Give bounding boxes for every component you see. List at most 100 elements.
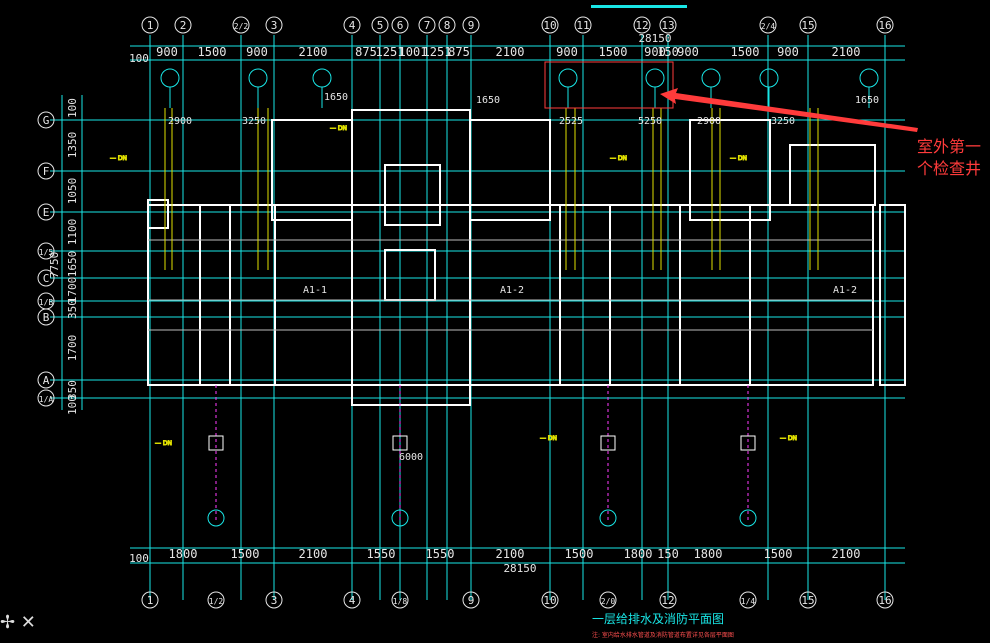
axis-bottom-label: 2/0 [601,597,616,606]
axis-top-label-circle [759,16,777,34]
axis-bottom-label-circle [391,591,409,609]
wing-wall [689,119,771,221]
manhole-circle [739,509,757,527]
axis-bottom-label-circle [739,591,757,609]
balcony [147,199,169,229]
axis-top-label: 16 [878,19,891,32]
axis-left-label: E [43,206,50,219]
dim-bottom-value: 2100 [832,547,861,561]
axis-top-label-circle [799,16,817,34]
dim-top-value: 1500 [599,45,628,59]
axis-bottom-label-circle [541,591,559,609]
pipe-note: — DN [610,155,627,162]
dim-bottom-value: 2100 [299,547,328,561]
axis-bottom-label: 1 [147,594,154,607]
riser-dim: 2900 [168,116,192,127]
dim-top-value: 2100 [299,45,328,59]
stair-core [351,109,471,406]
drawing-subtitle: 注: 室内给水排水管道及消防管道布置详见各层平面图 [592,632,734,639]
axis-top-label-circle [876,16,894,34]
axis-top-label: 4 [349,19,356,32]
dim-left-value: 1650 [66,251,79,278]
riser-dim: 3250 [242,116,266,127]
highlight-box [544,61,674,109]
dim-top-value: 1001 [399,45,428,59]
axis-top-label: 2 [180,19,187,32]
axis-top-label: 7 [424,19,431,32]
wing-wall [789,144,876,206]
axis-top-label: 10 [543,19,556,32]
axis-left-label-circle [37,308,55,326]
dim-left-value: 350 [66,380,79,400]
annotation-callout [544,61,918,132]
axis-left-label-circle [37,111,55,129]
axis-top-label-circle [174,16,192,34]
axis-grid [50,35,905,600]
dim-top-value: 1500 [198,45,227,59]
dim-left-extra: 7750 [48,252,61,279]
axis-top-label-circle [438,16,456,34]
riser-tag-circle [248,68,268,88]
axis-top-label-circle [418,16,436,34]
axis-left-label: 1/A [39,395,54,404]
axis-bottom-label: 1/4 [741,597,756,606]
riser-dim: 6000 [399,452,423,463]
axis-bottom-label-circle [141,591,159,609]
drawing-title: 一层给排水及消防平面图 [592,612,725,626]
axis-left-label-circle [37,242,55,260]
manhole-circle [207,509,225,527]
axis-left-label: G [43,114,50,127]
dim-bottom-total: 28150 [503,562,536,575]
axis-top-label: 12 [635,19,648,32]
dim-top-value: 900 [777,45,799,59]
dim-top-value: 900 [677,45,699,59]
dim-bottom-value: 1800 [694,547,723,561]
dim-top-value: 150 [657,45,679,59]
dim-bottom-value: 1800 [624,547,653,561]
unit-label: A1-2 [833,285,857,296]
axis-left-label-circle [37,203,55,221]
annotation-arrow [660,88,918,132]
dim-top-value: 900 [644,45,666,59]
axis-top-label-circle [343,16,361,34]
inspection-well [208,435,224,451]
axis-bottom-label: 12 [661,594,674,607]
dim-left-value: 1700 [66,335,79,362]
dim-bottom-value: 2100 [496,547,525,561]
riser-tag-circle [160,68,180,88]
axis-top-label-circle [462,16,480,34]
axis-top-label: 15 [801,19,814,32]
axis-left-label: 1/B [39,298,54,307]
axis-bottom-label: 3 [271,594,278,607]
riser-tag-circle [558,68,578,88]
dim-top-value: 900 [556,45,578,59]
axis-top-label: 2/4 [761,22,776,31]
dim-top-value: 2100 [832,45,861,59]
riser-dim: 3250 [771,116,795,127]
axis-top-label-circle [232,16,250,34]
axis-top-label: 11 [576,19,589,32]
axis-bottom-label-circle [599,591,617,609]
dim-left-value: 1050 [66,178,79,205]
dim-bottom-value: 1500 [565,547,594,561]
dim-left-value: 100 [66,98,79,118]
axis-top-label-circle [391,16,409,34]
axis-left-label: F [43,165,50,178]
axis-bottom-label: 9 [468,594,475,607]
dim-top-value: 875 [448,45,470,59]
axis-bottom-label-circle [659,591,677,609]
riser-dim: 5250 [638,116,662,127]
axis-top-label: 2/2 [234,22,249,31]
axis-left-label: 1/5 [39,248,54,257]
dim-bottom-value: 1500 [231,547,260,561]
axis-top-label: 6 [397,19,404,32]
dim-top-value: 1251 [423,45,452,59]
dim-top-start: 100 [129,52,149,65]
pipe-note: — DN [155,440,172,447]
axis-bottom-label: 4 [349,594,356,607]
dim-bottom-value: 1800 [169,547,198,561]
axis-left-label: C [43,272,50,285]
dim-left-value: 1350 [66,132,79,159]
